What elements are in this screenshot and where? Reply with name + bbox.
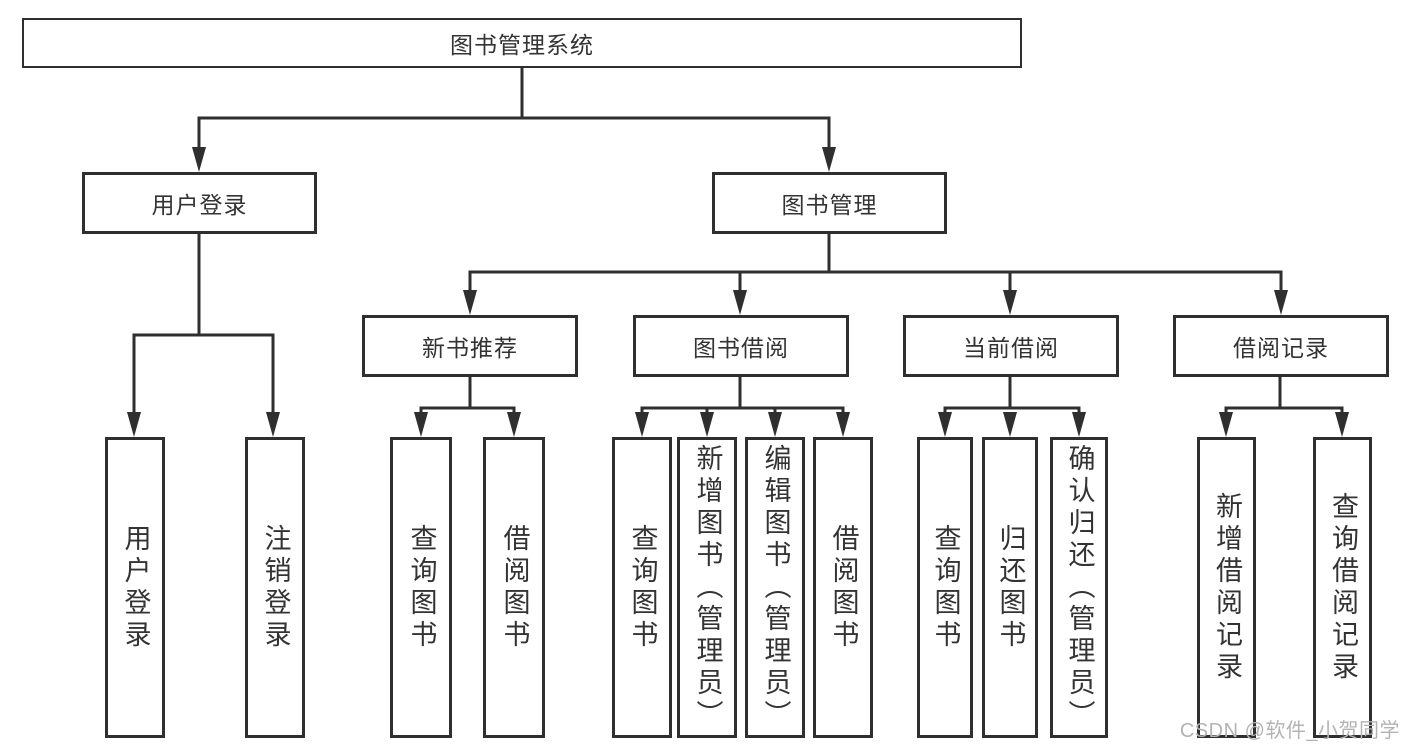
node-label: 用户登录 bbox=[151, 192, 248, 218]
node-label: 借阅图书 bbox=[499, 523, 530, 652]
node-label: 新增借阅记录 bbox=[1212, 491, 1242, 684]
arrow-down-icon bbox=[822, 147, 836, 172]
arrow-down-icon bbox=[1274, 290, 1288, 315]
node-label: 归还图书 bbox=[995, 523, 1026, 652]
node-label: 图书管理系统 bbox=[450, 32, 594, 58]
node-borrow-records: 借阅记录 bbox=[1173, 315, 1389, 377]
connector-records-branch bbox=[1224, 406, 1344, 416]
leaf-query-books-newbooks: 查询图书 bbox=[390, 437, 452, 738]
node-label: 借阅记录 bbox=[1233, 335, 1329, 361]
node-label: 用户登录 bbox=[120, 523, 151, 652]
arrow-down-icon bbox=[1335, 412, 1349, 437]
connector-level2-branch bbox=[197, 116, 831, 158]
node-label: 查询图书 bbox=[930, 523, 961, 652]
arrow-down-icon bbox=[1219, 412, 1233, 437]
leaf-return-books: 归还图书 bbox=[982, 437, 1038, 738]
node-root: 图书管理系统 bbox=[22, 18, 1022, 68]
node-label: 查询借阅记录 bbox=[1328, 491, 1358, 684]
connector-borrow-branch bbox=[640, 406, 845, 416]
node-book-borrow: 图书借阅 bbox=[633, 315, 849, 377]
leaf-add-books-admin: 新增图书（管理员） bbox=[677, 437, 737, 738]
arrow-down-icon bbox=[127, 412, 141, 437]
node-label: 新增图书（管理员） bbox=[692, 443, 723, 732]
node-current-borrow: 当前借阅 bbox=[903, 315, 1119, 377]
watermark: CSDN @软件_小贺同学 bbox=[1179, 720, 1400, 742]
leaf-logout: 注销登录 bbox=[245, 437, 305, 738]
arrow-down-icon bbox=[507, 412, 521, 437]
arrow-down-icon bbox=[414, 412, 428, 437]
node-new-book-recommend: 新书推荐 bbox=[362, 315, 578, 377]
arrow-down-icon bbox=[1003, 412, 1017, 437]
connector-level3-branch bbox=[468, 270, 1283, 300]
leaf-query-borrow-record: 查询借阅记录 bbox=[1313, 437, 1372, 738]
connector-newbooks-branch bbox=[419, 406, 516, 416]
leaf-query-books-current: 查询图书 bbox=[917, 437, 973, 738]
arrow-down-icon bbox=[266, 412, 280, 437]
node-label: 图书借阅 bbox=[693, 335, 789, 361]
leaf-add-borrow-record: 新增借阅记录 bbox=[1197, 437, 1256, 738]
connector-userlogin-branch bbox=[132, 333, 275, 420]
arrow-down-icon bbox=[463, 290, 477, 315]
node-label: 确认归还（管理员） bbox=[1064, 443, 1095, 732]
arrow-down-icon bbox=[768, 412, 782, 437]
arrow-down-icon bbox=[733, 290, 747, 315]
leaf-borrow-books-borrow: 借阅图书 bbox=[813, 437, 873, 738]
node-book-management: 图书管理 bbox=[712, 172, 947, 234]
leaf-confirm-return-admin: 确认归还（管理员） bbox=[1050, 437, 1108, 738]
leaf-query-books-borrow: 查询图书 bbox=[612, 437, 672, 738]
arrow-down-icon bbox=[836, 412, 850, 437]
leaf-user-login: 用户登录 bbox=[105, 437, 165, 738]
node-label: 查询图书 bbox=[627, 523, 658, 652]
node-label: 注销登录 bbox=[260, 523, 291, 652]
node-label: 新书推荐 bbox=[422, 335, 518, 361]
arrow-down-icon bbox=[938, 412, 952, 437]
arrow-down-icon bbox=[700, 412, 714, 437]
node-label: 图书管理 bbox=[781, 192, 878, 218]
arrow-down-icon bbox=[192, 147, 206, 172]
arrow-down-icon bbox=[1003, 290, 1017, 315]
node-label: 当前借阅 bbox=[963, 335, 1059, 361]
node-label: 借阅图书 bbox=[828, 523, 859, 652]
node-label: 编辑图书（管理员） bbox=[760, 443, 791, 732]
leaf-edit-books-admin: 编辑图书（管理员） bbox=[745, 437, 805, 738]
node-label: 查询图书 bbox=[406, 523, 437, 652]
node-user-login: 用户登录 bbox=[82, 172, 317, 234]
arrow-down-icon bbox=[1072, 412, 1086, 437]
leaf-borrow-books-newbooks: 借阅图书 bbox=[483, 437, 545, 738]
arrow-down-icon bbox=[635, 412, 649, 437]
